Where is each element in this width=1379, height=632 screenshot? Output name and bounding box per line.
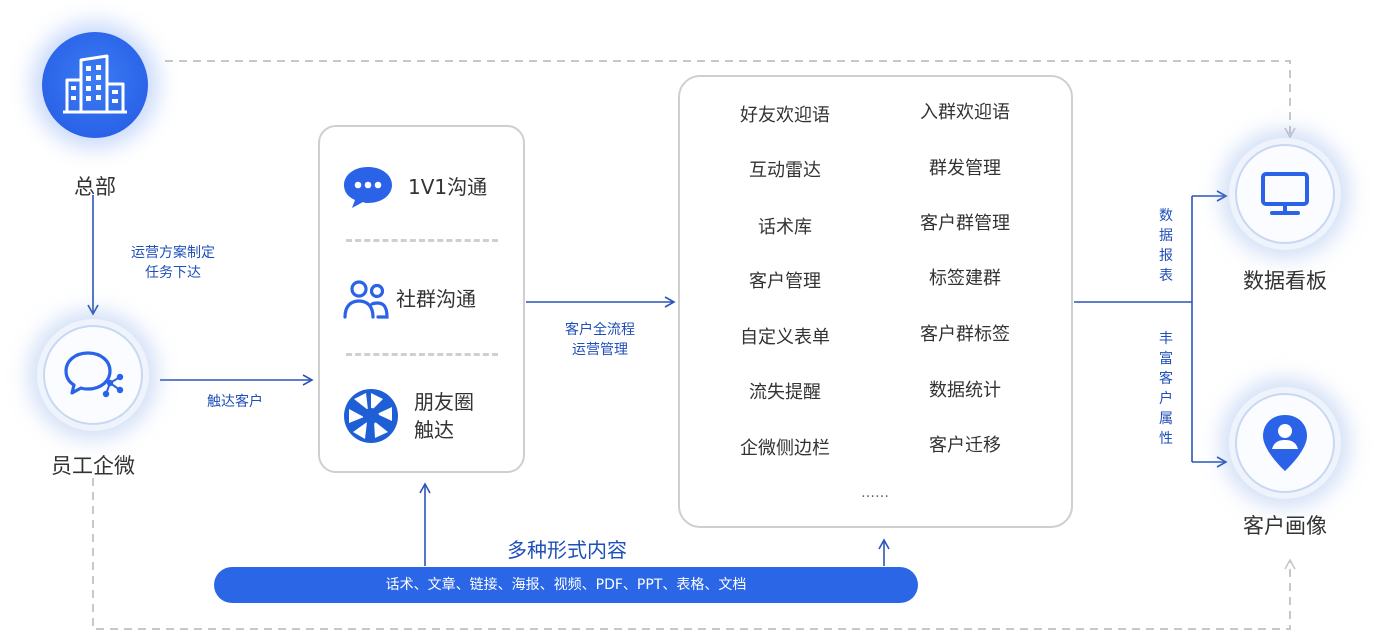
hq-dashboard-dashed-line <box>165 60 1296 139</box>
feature-item: 流失提醒 <box>749 382 821 403</box>
content-title: 多种形式内容 <box>507 538 627 562</box>
hq-node <box>42 32 148 138</box>
wecom-chat-icon <box>64 351 124 398</box>
feature-item: 客户迁移 <box>929 435 1001 456</box>
feature-item: 自定义表单 <box>740 327 830 348</box>
reach-label: 触达客户 <box>207 394 263 410</box>
profile-label: 客户画像 <box>1243 514 1327 538</box>
feature-item: 群发管理 <box>929 158 1001 179</box>
staff-label: 员工企微 <box>51 454 135 478</box>
buildings-icon <box>63 54 127 114</box>
content-types-bar: 话术、文章、链接、海报、视频、PDF、PPT、表格、文档 <box>214 567 918 603</box>
channel-moments-label-1: 朋友圈 <box>414 390 474 414</box>
channel-panel: 1V1沟通 社群沟通 朋友圈 <box>318 125 525 473</box>
feature-item: 入群欢迎语 <box>920 102 1010 123</box>
staff-node <box>37 319 149 431</box>
dashboard-label: 数据看板 <box>1243 269 1327 293</box>
hq-label: 总部 <box>74 175 116 199</box>
feature-item: 好友欢迎语 <box>740 105 830 126</box>
feature-item: 数据统计 <box>929 380 1001 401</box>
feature-panel: 好友欢迎语 互动雷达 话术库 客户管理 自定义表单 流失提醒 企微侧边栏 入群欢… <box>678 75 1073 528</box>
channel-1v1: 1V1沟通 <box>342 165 487 209</box>
feature-item: 客户群标签 <box>920 324 1010 345</box>
channel-separator <box>346 239 498 242</box>
plan-label: 运营方案制定 任务下达 <box>118 243 228 283</box>
user-pin-icon <box>1263 415 1307 471</box>
feature-item: 标签建群 <box>929 268 1001 289</box>
channel-1v1-label: 1V1沟通 <box>408 175 488 199</box>
channel-separator <box>346 353 498 356</box>
feature-item: 客户群管理 <box>920 213 1010 234</box>
channel-moments: 朋友圈 触达 <box>342 387 474 445</box>
feature-item: 客户管理 <box>749 271 821 292</box>
staff-profile-dashed-line <box>92 478 1296 630</box>
enrich-label: 丰富客户属性 <box>1159 331 1173 447</box>
chat-bubble-icon <box>344 167 392 208</box>
feature-more: …… <box>861 485 889 501</box>
profile-node <box>1229 387 1341 499</box>
flow-label: 客户全流程 运营管理 <box>545 320 655 360</box>
flow-label-line-1: 客户全流程 <box>565 322 635 338</box>
flow-label-line-2: 运营管理 <box>572 342 628 358</box>
feature-item: 互动雷达 <box>749 160 821 181</box>
channel-community-label: 社群沟通 <box>396 287 476 311</box>
channel-community: 社群沟通 <box>342 277 476 321</box>
monitor-icon <box>1261 172 1309 215</box>
feature-item: 话术库 <box>758 217 812 238</box>
camera-aperture-icon <box>344 389 398 443</box>
report-label: 数据报表 <box>1159 208 1173 284</box>
plan-label-line-1: 运营方案制定 <box>131 245 215 261</box>
plan-label-line-2: 任务下达 <box>145 265 201 281</box>
channel-moments-label-2: 触达 <box>414 418 454 442</box>
users-icon <box>343 280 389 319</box>
dashboard-node <box>1229 138 1341 250</box>
feature-item: 企微侧边栏 <box>740 438 830 459</box>
